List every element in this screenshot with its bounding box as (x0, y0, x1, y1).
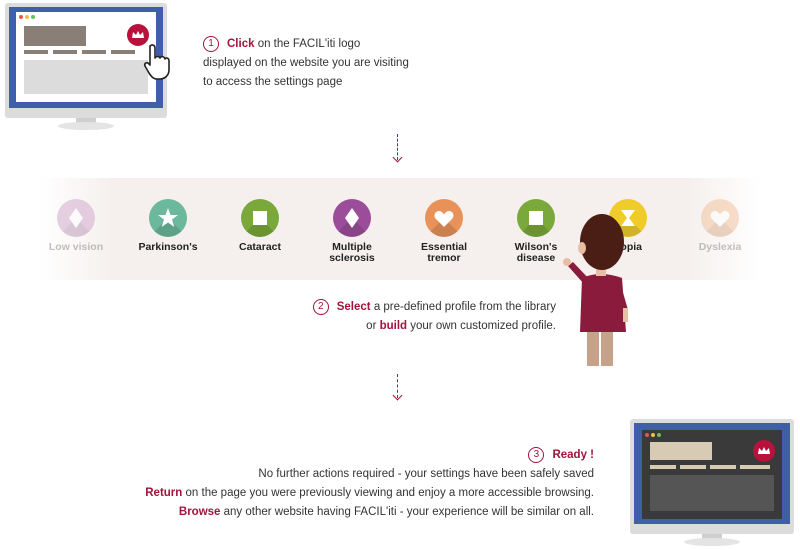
profile-label: Wilson's disease (514, 241, 558, 264)
step2-number: 2 (312, 299, 329, 315)
profile-label: Multiple sclerosis (329, 241, 375, 264)
profile-circle (57, 199, 95, 237)
heart-icon (425, 199, 463, 237)
diamond-icon (333, 199, 371, 237)
step1-line2: displayed on the website you are visitin… (203, 57, 409, 69)
pointer-hand-icon (142, 42, 182, 82)
step3-line3: any other website having FACIL'iti - you… (220, 506, 594, 518)
step2-line2: your own customized profile. (407, 320, 556, 332)
step1-line1: on the FACIL'iti logo (254, 38, 361, 50)
facilit-logo-icon (753, 440, 775, 462)
step3-line2: on the page you were previously viewing … (182, 487, 595, 499)
profile-circle (609, 199, 647, 237)
profile-item[interactable]: Essential tremor (399, 199, 489, 264)
profile-circle (149, 199, 187, 237)
profile-label: Low vision (48, 241, 104, 253)
profile-item[interactable]: Multiple sclerosis (307, 199, 397, 264)
square-icon (517, 199, 555, 237)
profile-item[interactable]: Cataract (215, 199, 305, 253)
step3-line1: No further actions required - your setti… (258, 468, 594, 480)
profile-circle (517, 199, 555, 237)
step2-line2-pre: or (366, 320, 380, 332)
heart-icon (701, 199, 739, 237)
diamond-icon (57, 199, 95, 237)
star-icon (149, 199, 187, 237)
profile-label: Essential tremor (420, 241, 468, 264)
profile-label: Dyslexia (698, 241, 742, 253)
profile-label: Cataract (238, 241, 282, 253)
profile-circle (425, 199, 463, 237)
profile-circle (241, 199, 279, 237)
hourglass-icon (609, 199, 647, 237)
step3-ready-title: Ready ! (552, 449, 594, 461)
step1-number: 1 (203, 36, 219, 52)
step2-line1: a pre-defined profile from the library (370, 301, 556, 313)
facilit-logo-icon[interactable] (127, 24, 149, 46)
step2-build-highlight: build (379, 320, 408, 332)
profile-circle (333, 199, 371, 237)
profile-item[interactable]: nopia (583, 199, 673, 253)
profile-circle (701, 199, 739, 237)
square-icon (241, 199, 279, 237)
step1-line3: to access the settings page (203, 76, 343, 88)
step1-instructions: 1 Click on the FACIL'iti logo displayed o… (203, 35, 483, 92)
profile-label: nopia (614, 241, 642, 253)
person-illustration (560, 210, 640, 370)
profile-label: Parkinson's (138, 241, 198, 253)
profile-item[interactable]: Dyslexia (675, 199, 765, 253)
step2-select-highlight: Select (336, 301, 371, 313)
profile-item[interactable]: Parkinson's (123, 199, 213, 253)
step3-number: 3 (528, 447, 545, 463)
step1-click-highlight: Click (227, 38, 255, 50)
step3-browse-highlight: Browse (178, 506, 221, 518)
step3-instructions: 3 Ready ! No further actions required - y… (140, 446, 594, 522)
step3-return-highlight: Return (145, 487, 183, 499)
profile-item[interactable]: Wilson's disease (491, 199, 581, 264)
profile-item[interactable]: Low vision (31, 199, 121, 253)
step2-instructions: 2 Select a pre-defined profile from the l… (290, 298, 556, 336)
